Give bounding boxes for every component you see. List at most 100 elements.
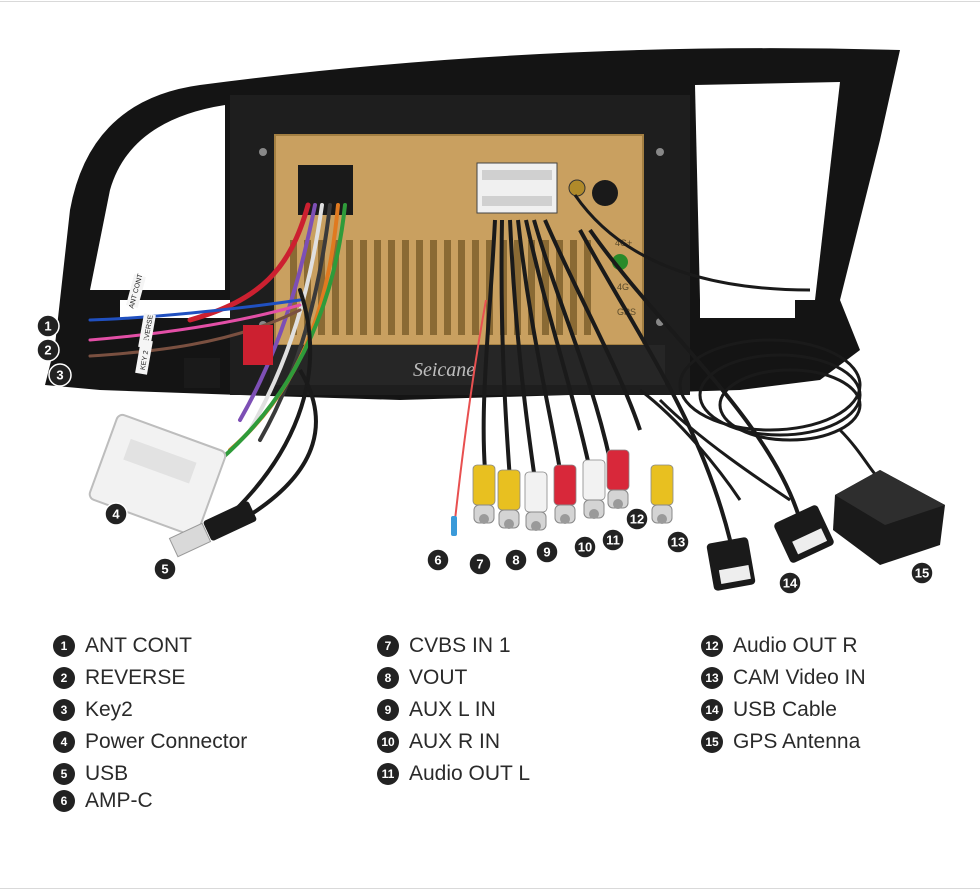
sticker-key2: KEY 2 [135, 339, 153, 375]
callout-number: 1 [44, 319, 51, 334]
number-badge: 1 [53, 635, 75, 657]
legend-item: 5 USB [53, 758, 247, 790]
legend-label: AUX R IN [409, 730, 501, 753]
legend-item: 11 Audio OUT L [377, 758, 530, 790]
legend-label: USB Cable [733, 698, 837, 721]
legend-label: Key2 [85, 698, 133, 721]
rca-plug [606, 449, 630, 509]
gps-antenna [573, 194, 945, 565]
vent-slot [570, 240, 577, 335]
legend-item: 1 ANT CONT [53, 630, 247, 662]
vent-slot [318, 240, 325, 335]
vent-slot [458, 240, 465, 335]
amp-c-wire-tip [451, 516, 457, 536]
number-badge: 13 [701, 667, 723, 689]
callout-9: 9 [535, 540, 559, 564]
legend-item: 12 Audio OUT R [701, 630, 866, 662]
legend-label: Audio OUT L [409, 762, 531, 785]
callout-number: 4 [112, 507, 120, 522]
number-badge: 12 [701, 635, 723, 657]
vent-slot [556, 240, 563, 335]
callout-15: 15 [910, 561, 934, 585]
callout-3: 3 [48, 363, 72, 387]
callout-13: 13 [666, 530, 690, 554]
vent-slot [472, 240, 479, 335]
number-badge: 10 [377, 731, 399, 753]
vent-slot [374, 240, 381, 335]
callout-11: 11 [601, 528, 625, 552]
legend-label: CAM Video IN [733, 666, 866, 689]
number-badge: 11 [377, 763, 399, 785]
legend-label: VOUT [409, 666, 468, 689]
callout-12: 12 [625, 507, 649, 531]
callout-6: 6 [426, 548, 450, 572]
vent-slot [416, 240, 423, 335]
callout-1: 1 [36, 314, 60, 338]
rca-plug [553, 464, 577, 524]
relay-box [184, 358, 220, 388]
legend-label: USB [85, 762, 129, 785]
legend-label: AUX L IN [409, 698, 496, 721]
head-unit-chassis: 4G+ 4G GPS [259, 134, 664, 346]
number-badge: 8 [377, 667, 399, 689]
legend-label: CVBS IN 1 [409, 634, 511, 657]
top-divider [0, 1, 980, 2]
rca-plug [472, 464, 496, 524]
legend-item: 2 REVERSE [53, 662, 247, 694]
callout-number: 9 [543, 545, 550, 560]
legend-label: REVERSE [85, 666, 186, 689]
callout-number: 11 [606, 533, 620, 548]
callout-number: 8 [512, 553, 519, 568]
callout-10: 10 [573, 535, 597, 559]
legend-item: 4 Power Connector [53, 726, 247, 758]
vent-slot [444, 240, 451, 335]
bottom-divider [0, 888, 980, 889]
legend-item: 7 CVBS IN 1 [377, 630, 530, 662]
legend-item: 8 VOUT [377, 662, 530, 694]
vent-slot [514, 240, 521, 335]
vent-slot [430, 240, 437, 335]
rca-plug [497, 469, 521, 529]
vent-slot [346, 240, 353, 335]
wiring-harness [88, 202, 347, 522]
rca-cables [454, 219, 642, 521]
vent-slot [360, 240, 367, 335]
rca-plug [582, 459, 606, 519]
legend-label: Power Connector [85, 730, 248, 753]
callout-number: 12 [630, 512, 644, 527]
callout-number: 13 [671, 535, 685, 550]
vent-slot [528, 240, 535, 335]
callout-number: 3 [56, 368, 63, 383]
legend-item: 6 AMP-C [53, 785, 247, 817]
brand-watermark: Seicane [413, 359, 475, 381]
number-badge: 5 [53, 763, 75, 785]
number-badge: 4 [53, 731, 75, 753]
number-badge: 7 [377, 635, 399, 657]
number-badge: 15 [701, 731, 723, 753]
callout-4: 4 [104, 502, 128, 526]
callout-7: 7 [468, 552, 492, 576]
callout-number: 15 [915, 566, 929, 581]
legend-label: ANT CONT [85, 634, 192, 657]
callout-number: 2 [44, 343, 51, 358]
legend-item: 13 CAM Video IN [701, 662, 866, 694]
callout-5: 5 [153, 557, 177, 581]
number-badge: 6 [53, 790, 75, 812]
wiring-diagram: 4G+ 4G GPS Seicane ANT CONT REVERSE KEY … [36, 48, 945, 595]
legend-item: 10 AUX R IN [377, 726, 530, 758]
number-badge: 2 [53, 667, 75, 689]
callout-number: 7 [476, 557, 483, 572]
callout-number: 6 [434, 553, 441, 568]
legend-label: AMP-C [85, 789, 153, 812]
rca-plug [524, 471, 548, 531]
callout-8: 8 [504, 548, 528, 572]
legend-label: Audio OUT R [733, 634, 858, 657]
vent-slot [584, 240, 591, 335]
vent-slot [542, 240, 549, 335]
rca-plug [650, 464, 674, 524]
